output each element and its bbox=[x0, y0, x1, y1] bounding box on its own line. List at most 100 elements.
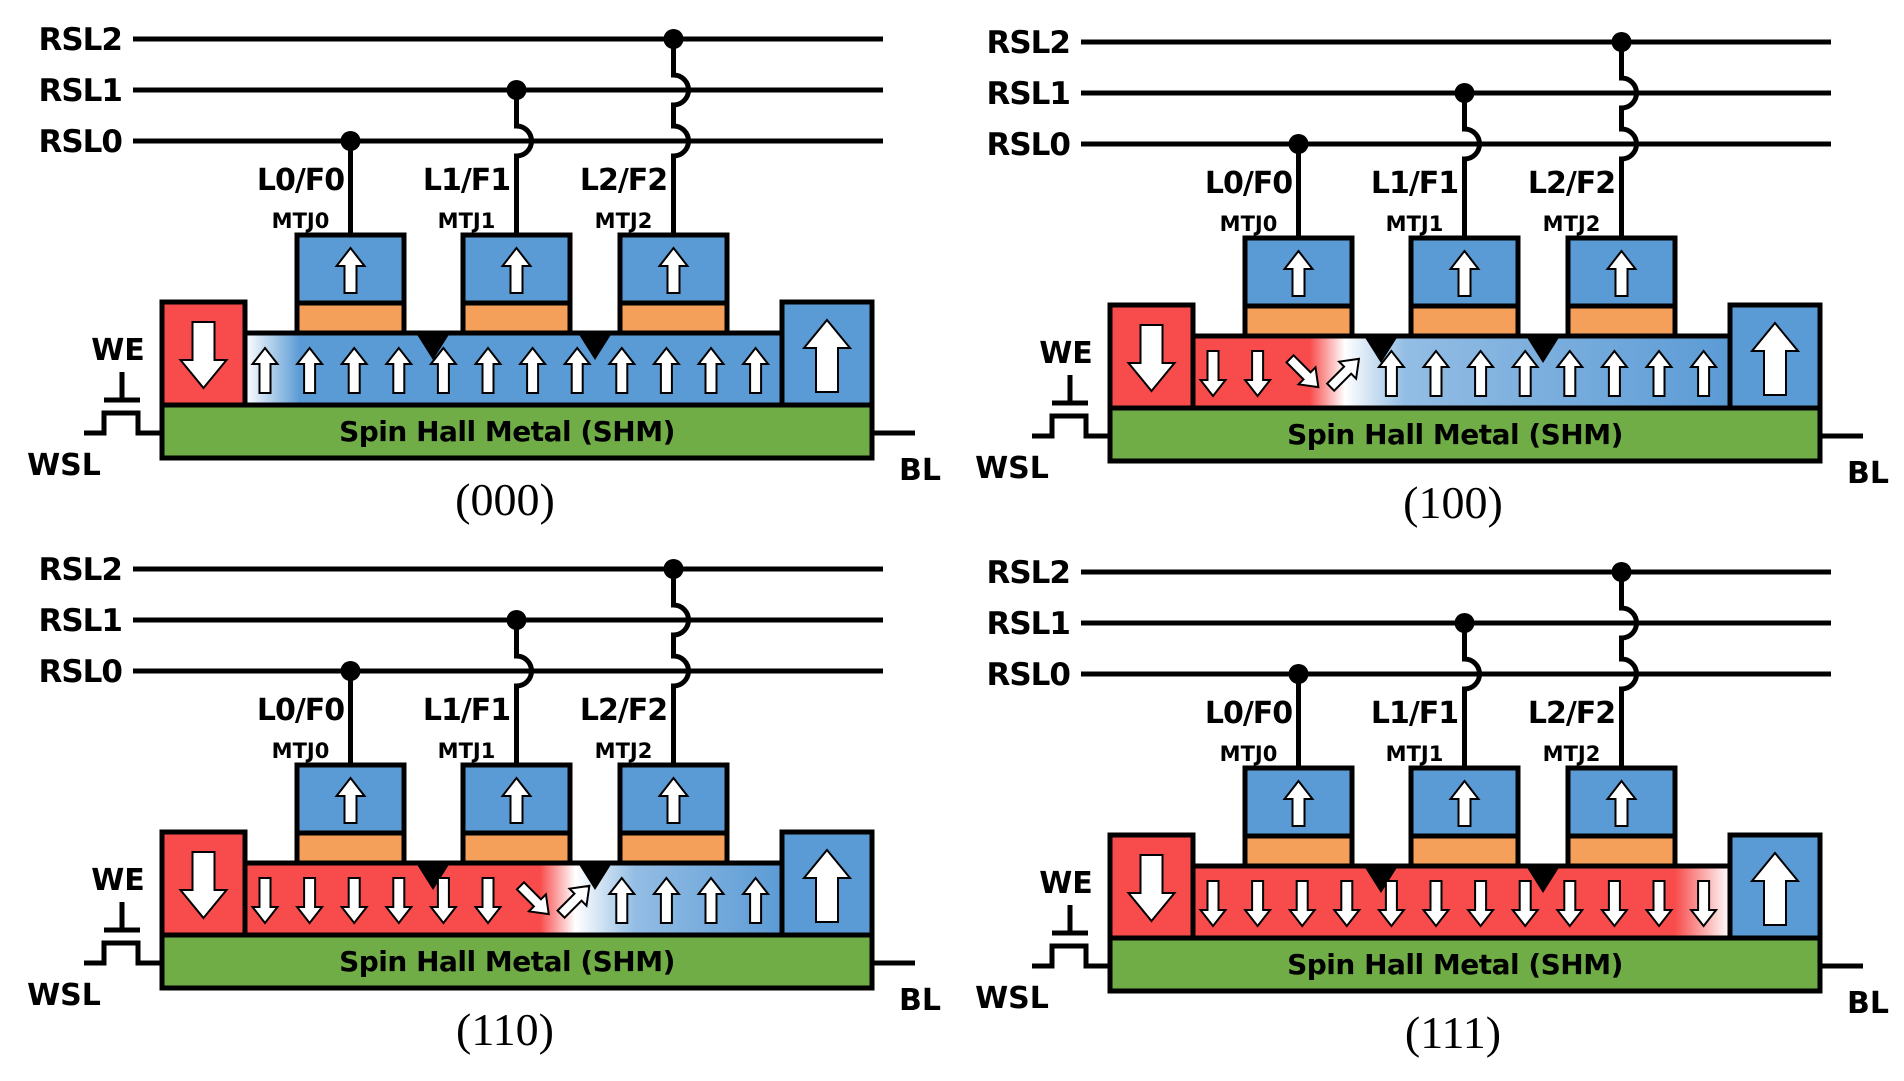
domain-up-arrow-icon bbox=[1376, 349, 1406, 397]
domain-up-arrow-icon bbox=[473, 346, 503, 394]
domain-up-arrow-icon bbox=[1644, 349, 1674, 397]
mtj2-pillar bbox=[1619, 572, 1639, 768]
domain-up-arrow-icon bbox=[741, 876, 771, 924]
right-magnet-up-arrow-icon bbox=[801, 318, 853, 393]
layer1-label: L1/F1 bbox=[1371, 696, 1458, 731]
rsl2-label: RSL2 bbox=[986, 25, 1070, 61]
we-label: WE bbox=[91, 863, 145, 898]
mtj0-label: MTJ0 bbox=[272, 209, 330, 233]
mtj0-up-arrow-icon bbox=[1282, 249, 1315, 297]
domain-up-arrow-icon bbox=[295, 346, 325, 394]
domain-down-arrow-icon bbox=[1243, 350, 1273, 398]
domain-up-arrow-icon bbox=[741, 346, 771, 394]
layer0-label: L0/F0 bbox=[1205, 166, 1292, 201]
domain-wall-tilted-arrow-icon bbox=[1325, 357, 1361, 393]
pinning-notch-1 bbox=[1526, 866, 1560, 893]
rsl2-label: RSL2 bbox=[38, 22, 122, 58]
left-magnet-down-arrow-icon bbox=[178, 851, 229, 920]
mtj1-tunnel-barrier bbox=[1408, 303, 1521, 339]
mtj1-label: MTJ1 bbox=[438, 739, 496, 763]
we-label: WE bbox=[1039, 866, 1093, 901]
mtj1-up-arrow-icon bbox=[1448, 249, 1481, 297]
mtj2-junction-dot bbox=[1611, 562, 1632, 582]
pinning-notch-0 bbox=[416, 333, 450, 360]
domain-down-arrow-icon bbox=[1243, 880, 1273, 928]
mtj2-label: MTJ2 bbox=[595, 739, 653, 763]
mtj0-junction-dot bbox=[1288, 664, 1309, 684]
rsl0-label: RSL0 bbox=[986, 127, 1070, 163]
domain-up-arrow-icon bbox=[607, 346, 637, 394]
domain-up-arrow-icon bbox=[250, 346, 280, 394]
mtj2-up-arrow-icon bbox=[1605, 779, 1638, 827]
domain-down-arrow-icon bbox=[1599, 880, 1629, 928]
mtj0-up-arrow-icon bbox=[1282, 779, 1315, 827]
wsl-label: WSL bbox=[975, 981, 1049, 1016]
layer0-label: L0/F0 bbox=[257, 163, 344, 198]
domain-up-arrow-icon bbox=[1466, 349, 1496, 397]
right-magnet-up-arrow-icon bbox=[1749, 851, 1801, 926]
layer2-label: L2/F2 bbox=[580, 693, 667, 728]
shm-label: Spin Hall Metal (SHM) bbox=[1287, 948, 1623, 981]
domain-up-arrow-icon bbox=[1421, 349, 1451, 397]
rsl1-label: RSL1 bbox=[986, 606, 1070, 642]
mtj1-tunnel-barrier bbox=[460, 300, 573, 336]
free-layer-track bbox=[1190, 333, 1733, 411]
mtj0-tunnel-barrier bbox=[294, 830, 407, 866]
mtj0-tunnel-barrier bbox=[294, 300, 407, 336]
mtj1-junction-dot bbox=[1454, 613, 1475, 633]
domain-down-arrow-icon bbox=[250, 877, 280, 925]
free-layer-track bbox=[242, 330, 785, 408]
mtj1-tunnel-barrier bbox=[460, 830, 573, 866]
mtj1-pillar bbox=[514, 90, 534, 235]
bl-label: BL bbox=[899, 453, 941, 488]
rsl1-label: RSL1 bbox=[986, 76, 1070, 112]
domain-up-arrow-icon bbox=[1510, 349, 1540, 397]
domain-down-arrow-icon bbox=[295, 877, 325, 925]
pinning-notch-0 bbox=[1364, 866, 1398, 893]
pinning-notch-0 bbox=[416, 863, 450, 890]
mtj2-label: MTJ2 bbox=[595, 209, 653, 233]
write-transistor-channel bbox=[1032, 413, 1110, 439]
pinning-notch-1 bbox=[578, 333, 612, 360]
wsl-label: WSL bbox=[27, 448, 101, 483]
mtj2-label: MTJ2 bbox=[1543, 212, 1601, 236]
mtj0-label: MTJ0 bbox=[272, 739, 330, 763]
mtj0-junction-dot bbox=[340, 661, 361, 681]
panel-state-100: RSL0RSL1RSL2L0/F0MTJ0L1/F1MTJ1L2/F2MTJ2S… bbox=[975, 25, 1889, 528]
mtj1-up-arrow-icon bbox=[500, 246, 533, 294]
rsl2-label: RSL2 bbox=[986, 555, 1070, 591]
panel-state-110: RSL0RSL1RSL2L0/F0MTJ0L1/F1MTJ1L2/F2MTJ2S… bbox=[27, 552, 941, 1055]
layer1-label: L1/F1 bbox=[1371, 166, 1458, 201]
domain-down-arrow-icon bbox=[428, 877, 458, 925]
mtj0-tunnel-barrier bbox=[1242, 833, 1355, 869]
domain-down-arrow-icon bbox=[1287, 880, 1317, 928]
mtj1-junction-dot bbox=[506, 80, 527, 100]
mtj1-pillar bbox=[1462, 93, 1482, 238]
mtj0-junction-dot bbox=[1288, 134, 1309, 154]
right-magnet-up-arrow-icon bbox=[1749, 321, 1801, 396]
write-transistor-channel bbox=[84, 940, 162, 966]
domain-up-arrow-icon bbox=[428, 346, 458, 394]
mtj0-tunnel-barrier bbox=[1242, 303, 1355, 339]
mtj1-up-arrow-icon bbox=[1448, 779, 1481, 827]
pinning-notch-1 bbox=[1526, 336, 1560, 363]
pinning-notch-1 bbox=[578, 863, 612, 890]
domain-down-arrow-icon bbox=[1689, 880, 1719, 928]
mtj0-label: MTJ0 bbox=[1220, 212, 1278, 236]
state-caption: (111) bbox=[1405, 1007, 1501, 1058]
panel-state-000: RSL0RSL1RSL2L0/F0MTJ0L1/F1MTJ1L2/F2MTJ2S… bbox=[27, 22, 941, 525]
rsl2-label: RSL2 bbox=[38, 552, 122, 588]
mtj2-up-arrow-icon bbox=[1605, 249, 1638, 297]
layer2-label: L2/F2 bbox=[580, 163, 667, 198]
domain-up-arrow-icon bbox=[562, 346, 592, 394]
domain-wall-tilted-arrow-icon bbox=[515, 880, 550, 916]
mtj2-junction-dot bbox=[663, 29, 684, 49]
